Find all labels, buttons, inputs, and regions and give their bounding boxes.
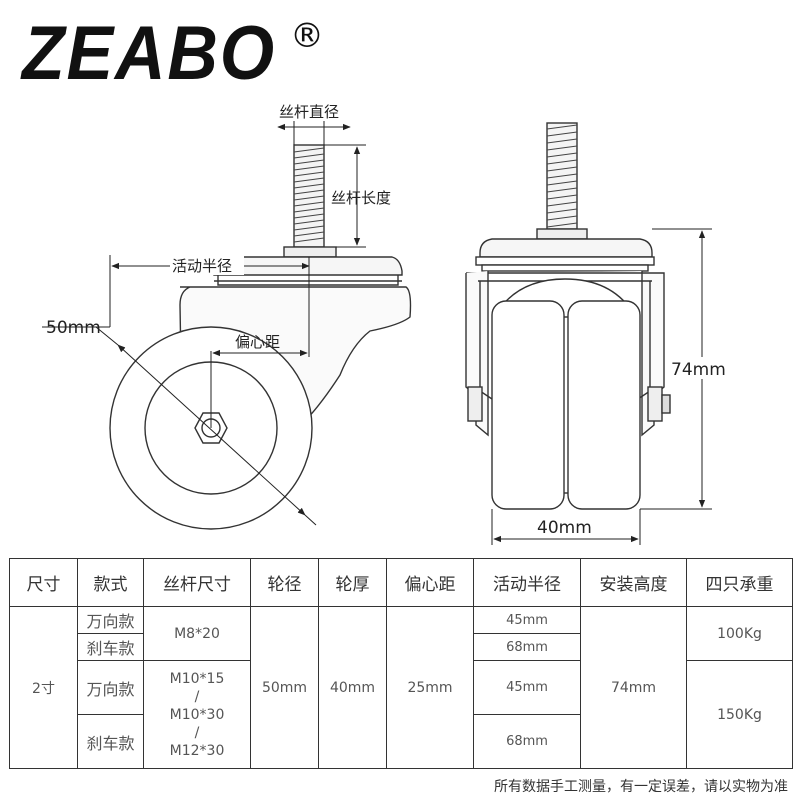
table-row: 2寸 万向款 M8*20 50mm 40mm 25mm 45mm 74mm 10…	[9, 606, 793, 769]
front-view	[465, 122, 671, 510]
cell-style-brake-a: 刹车款	[77, 633, 144, 661]
registered-mark: ®	[290, 16, 324, 56]
brand-name: ZEABO	[22, 11, 276, 96]
label-swivel-radius: 活动半径	[172, 257, 232, 275]
label-offset: 偏心距	[235, 333, 280, 351]
cell-load-a: 100Kg	[686, 606, 793, 661]
cell-style-swivel-a: 万向款	[77, 606, 144, 634]
cell-style-swivel-b: 万向款	[77, 660, 144, 715]
header-load: 四只承重	[686, 558, 793, 607]
header-install-height: 安装高度	[580, 558, 687, 607]
cell-load-b: 150Kg	[686, 660, 793, 769]
cell-radius-4: 68mm	[473, 714, 581, 769]
dim-offset	[210, 349, 308, 428]
cell-radius-3: 45mm	[473, 660, 581, 715]
cell-thickness: 40mm	[318, 606, 387, 769]
caster-technical-drawing: 丝杆直径 丝杆长度 活动半径 50mm 偏心距	[42, 103, 732, 545]
table-row: 万向款 M10*15 / M10*30 / M12*30 45mm 150Kg	[10, 660, 793, 769]
cell-wheel-diameter: 50mm	[250, 606, 319, 769]
cell-size: 2寸	[9, 606, 78, 769]
header-offset: 偏心距	[386, 558, 474, 607]
thread-b-line: M12*30	[169, 742, 225, 759]
thread-b-line: /	[194, 688, 200, 705]
cell-thread-b: M10*15 / M10*30 / M12*30	[143, 660, 251, 769]
thread-b-line: M10*30	[169, 706, 225, 723]
header-thread-size: 丝杆尺寸	[143, 558, 251, 607]
label-thread-length: 丝杆长度	[331, 189, 391, 207]
label-thread-diameter: 丝杆直径	[279, 103, 339, 121]
header-wheel-diameter: 轮径	[250, 558, 319, 607]
cell-offset: 25mm	[386, 606, 474, 769]
thread-b-line: /	[194, 724, 200, 741]
measurement-note: 所有数据手工测量，有一定误差，请以实物为准	[494, 779, 788, 795]
table-row: 刹车款 68mm	[10, 633, 793, 661]
dim-thread-diameter	[277, 121, 351, 145]
header-swivel-radius: 活动半径	[473, 558, 581, 607]
label-wheel-diameter: 50mm	[46, 318, 101, 338]
brand-logo: ZEABO ®	[22, 11, 324, 96]
cell-thread-a: M8*20	[143, 606, 251, 661]
dim-thread-length	[324, 144, 366, 248]
cell-style-brake-b: 刹车款	[77, 714, 144, 769]
header-wheel-thickness: 轮厚	[318, 558, 387, 607]
table-row: 刹车款 68mm	[10, 714, 793, 769]
dim-width	[491, 509, 641, 545]
thread-b-line: M10*15	[169, 670, 225, 687]
label-height: 74mm	[671, 360, 726, 380]
header-size: 尺寸	[9, 558, 78, 607]
cell-radius-2: 68mm	[473, 633, 581, 661]
label-width: 40mm	[537, 518, 592, 538]
header-style: 款式	[77, 558, 144, 607]
cell-install-height: 74mm	[580, 606, 687, 769]
spec-table: 尺寸 款式 丝杆尺寸 轮径 轮厚 偏心距 活动半径 安装高度 四只承重 2寸 万…	[9, 558, 793, 769]
cell-radius-1: 45mm	[473, 606, 581, 634]
spec-table-header-row: 尺寸 款式 丝杆尺寸 轮径 轮厚 偏心距 活动半径 安装高度 四只承重	[9, 558, 793, 607]
